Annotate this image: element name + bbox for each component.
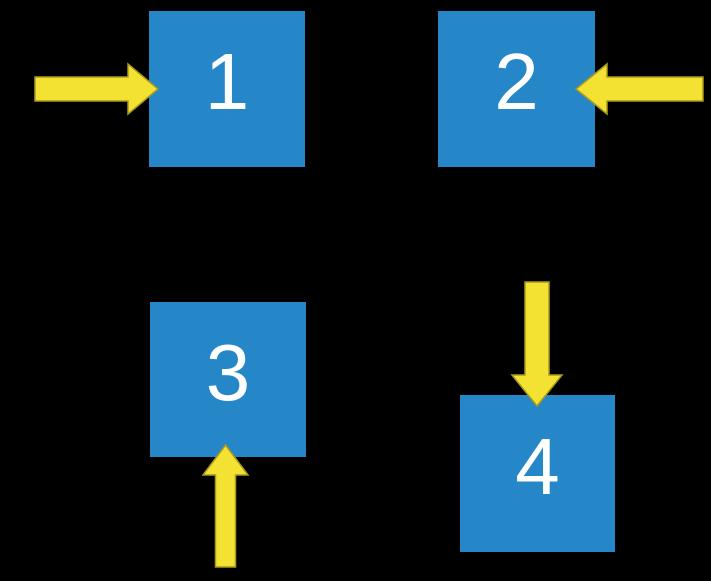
right-arrow-icon [34, 62, 160, 116]
box-1-label: 1 [204, 37, 250, 126]
left-arrow-icon [574, 62, 704, 116]
box-4-label: 4 [515, 421, 560, 511]
box-2-label: 2 [494, 37, 539, 126]
box-4: 4 [460, 395, 615, 552]
down-arrow-icon [510, 281, 564, 408]
up-arrow-icon [201, 443, 250, 568]
box-2: 2 [438, 11, 595, 167]
box-3-label: 3 [205, 327, 251, 417]
box-1: 1 [149, 11, 305, 167]
box-3: 3 [150, 302, 306, 457]
